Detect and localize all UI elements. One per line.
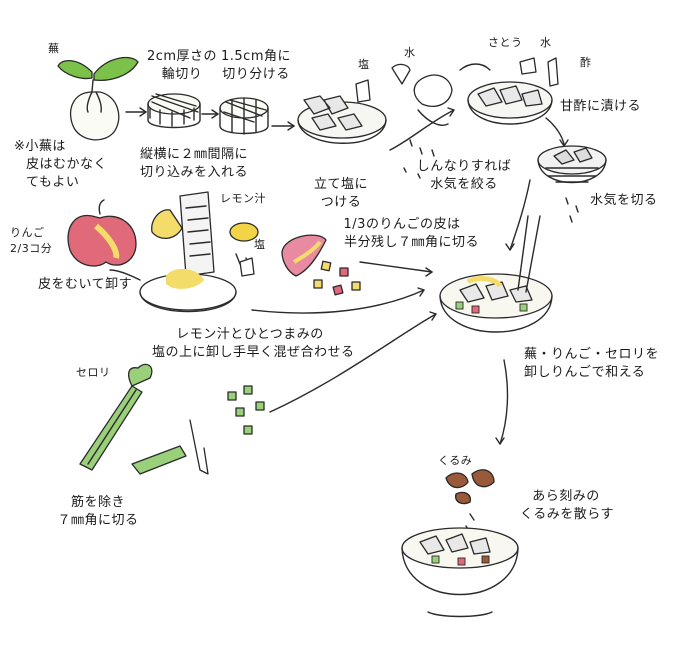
apple-half — [151, 209, 183, 239]
label-score-cuts-1: 縦横に２㎜間隔に — [140, 147, 249, 162]
label-turnip-note-2: 皮はむかなく — [26, 157, 108, 172]
arrow-6 — [109, 269, 141, 281]
water-cup-icon — [519, 57, 537, 75]
turnip-cube-illustration — [219, 97, 269, 135]
lemon-icon — [229, 222, 259, 242]
label-drain: 水気を切る — [590, 193, 658, 208]
label-water-2: 水 — [540, 36, 552, 49]
label-mix-2: 塩の上に卸し手早く混ぜ合わせる — [152, 345, 355, 360]
label-water: 水 — [404, 46, 416, 59]
label-turnip-note-3: てもよい — [26, 175, 80, 190]
label-stand-salt-1: 立て塩に — [313, 177, 368, 192]
apple-skin-illustration — [281, 234, 361, 296]
label-combine-2: 卸しりんごで和える — [524, 365, 646, 380]
grater-illustration — [139, 191, 259, 313]
label-squeeze-1: しんなりすれば — [416, 159, 512, 174]
walnut-illustration — [445, 469, 495, 533]
label-salt-2: 塩 — [254, 238, 266, 251]
label-turnip-note-1: ※小蕪は — [14, 139, 66, 154]
label-walnut: くるみ — [438, 454, 473, 467]
label-sugar: さとう — [488, 36, 523, 49]
label-lemon-juice: レモン汁 — [220, 192, 266, 205]
turnip-leaf-left — [57, 60, 93, 80]
chopsticks-icon — [517, 215, 541, 293]
label-apple-skin-1: 1/3のりんごの皮は — [343, 217, 461, 232]
arrow-9 — [509, 179, 531, 251]
salt-shaker-icon — [355, 79, 371, 103]
label-turnip: 蕪 — [48, 42, 60, 55]
label-celery: セロリ — [76, 366, 111, 379]
label-mix-1: レモン汁とひとつまみの — [176, 327, 324, 342]
label-peel-grate: 皮をむいて卸す — [38, 277, 133, 292]
turnip-illustration — [57, 56, 139, 141]
squeeze-hands-illustration — [403, 74, 453, 179]
label-squeeze-2: 水気を絞る — [430, 177, 498, 192]
label-vinegar: 酢 — [580, 56, 592, 69]
label-cut-15cm-1: 1.5cm角に — [221, 49, 291, 64]
label-stand-salt-2: つける — [320, 195, 362, 210]
arrow-5 — [545, 117, 565, 145]
label-combine-1: 蕪・りんご・セロリを — [524, 347, 660, 362]
final-bowl — [401, 527, 519, 618]
turnip-slice-illustration — [147, 93, 201, 129]
label-celery-cut-1: 筋を除き — [70, 495, 125, 510]
label-walnut-sprinkle-1: あら刻みの — [532, 489, 600, 504]
arrow-8 — [359, 261, 433, 273]
apple-illustration — [67, 199, 137, 267]
label-score-cuts-2: 切り込みを入れる — [140, 165, 249, 180]
label-walnut-sprinkle-2: くるみを散らす — [520, 507, 614, 522]
label-celery-cut-2: ７㎜角に切る — [57, 513, 139, 528]
label-salt: 塩 — [358, 58, 370, 71]
knife-icon — [189, 419, 209, 475]
salt-shaker-2-icon — [239, 257, 255, 277]
label-sweet-vinegar: 甘酢に漬ける — [560, 99, 642, 114]
water-pitcher-icon — [391, 63, 411, 85]
arrow-11 — [499, 359, 509, 445]
salt-bath-bowl — [297, 63, 411, 144]
turnip-leaf-right — [93, 56, 139, 82]
label-apple-1: りんご — [10, 226, 45, 239]
sweet-vinegar-bowl — [459, 57, 559, 125]
vinegar-bottle-icon — [547, 57, 559, 87]
label-apple-skin-2: 半分残し７㎜角に切る — [344, 235, 480, 250]
arrow-7 — [251, 289, 425, 314]
arrow-4 — [389, 109, 455, 151]
arrow-10 — [269, 313, 437, 413]
strainer-illustration — [537, 145, 607, 223]
label-slice-2cm-2: 輪切り — [161, 67, 203, 82]
label-cut-15cm-2: 切り分ける — [222, 67, 290, 82]
turnip-bulb — [69, 91, 120, 141]
label-slice-2cm-1: 2cm厚さの — [146, 49, 218, 64]
mixing-bowl — [439, 215, 553, 333]
label-apple-2: 2/3コ分 — [10, 242, 53, 255]
celery-illustration — [79, 363, 265, 475]
flow-arrows — [109, 107, 569, 445]
